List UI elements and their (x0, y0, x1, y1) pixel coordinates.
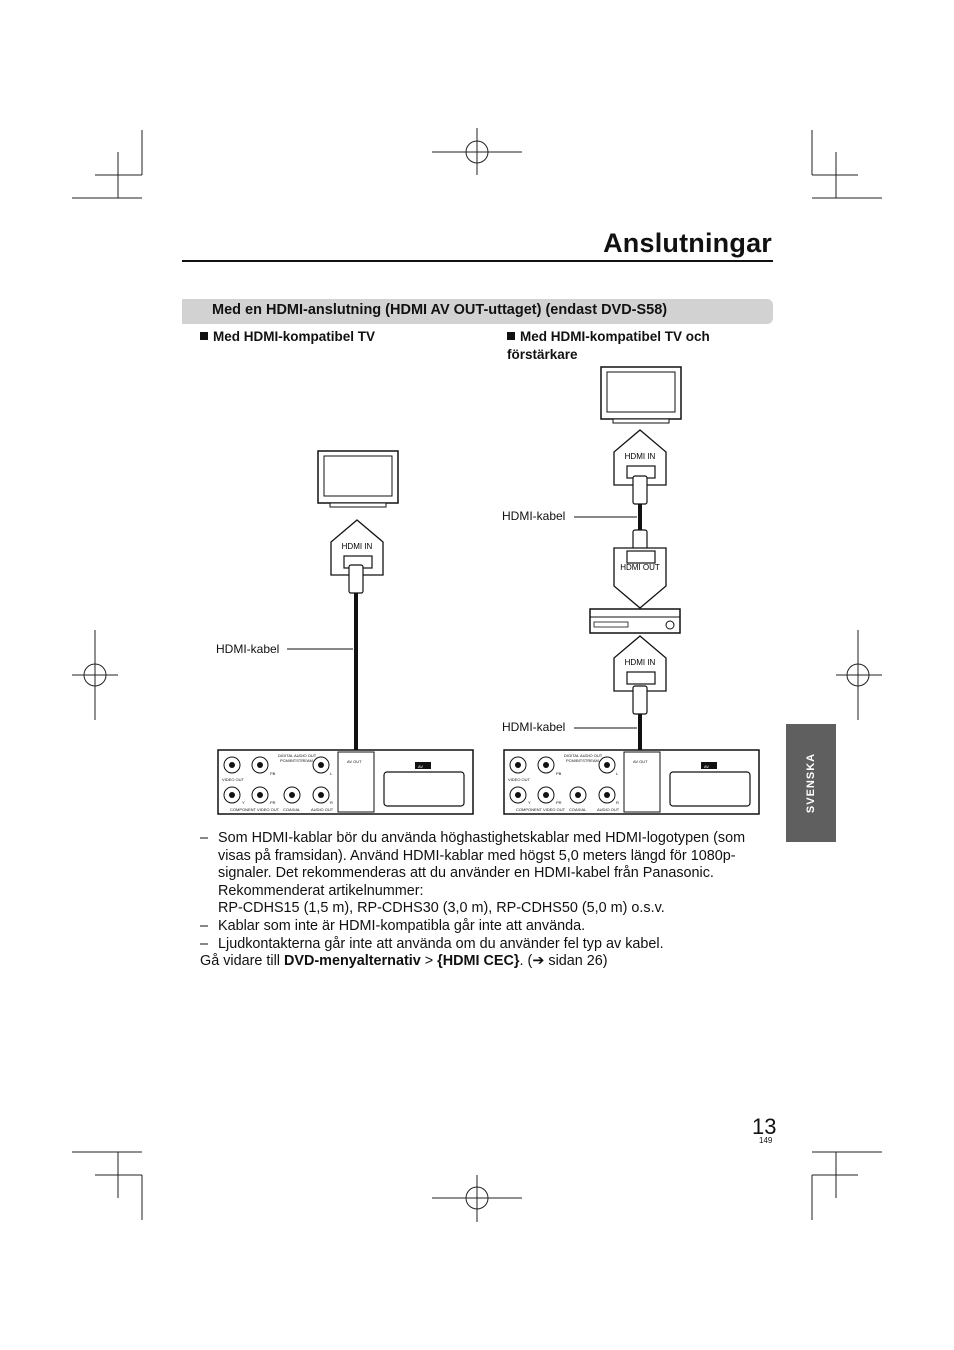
language-tab-label: SVENSKA (805, 752, 817, 814)
y-label: Y (528, 800, 531, 805)
r-label: R (330, 800, 333, 805)
coaxial-label: COAXIAL (569, 807, 587, 812)
digital-audio-out-label: DIGITAL AUDIO OUT (278, 753, 317, 758)
video-out-label: VIDEO OUT (222, 777, 245, 782)
digital-audio-out-label: DIGITAL AUDIO OUT (564, 753, 603, 758)
left-hdmi-cable-label: HDMI-kabel (216, 642, 280, 656)
amplifier-icon (589, 608, 681, 634)
pr-label: PR (270, 800, 276, 805)
pcm-bitstream-label: PCM/BITSTREAM (280, 758, 313, 763)
av-label: AV (704, 764, 709, 769)
tv-icon (600, 366, 682, 424)
hdmi-in-label: HDMI IN (342, 542, 373, 551)
audio-out-label: AUDIO OUT (311, 807, 334, 812)
amp-hdmi-in-port-callout: HDMI IN (613, 635, 667, 692)
hdmi-av-out-label: AV OUT (633, 759, 648, 764)
r-label: R (616, 800, 619, 805)
amp-hdmi-out-port-callout: HDMI OUT (613, 547, 667, 609)
page-number: 13 (752, 1114, 777, 1139)
page-title: Anslutningar (603, 228, 772, 258)
pr-label: PR (556, 800, 562, 805)
dvd-player-rear-panel: DIGITAL AUDIO OUT PCM/BITSTREAM VIDEO OU… (217, 749, 474, 815)
right-hdmi-cable-label-bottom: HDMI-kabel (502, 720, 566, 734)
tv-hdmi-in-label: HDMI IN (625, 452, 656, 461)
goto-instruction: Gå vidare till DVD-menyalternativ > {HDM… (200, 953, 608, 970)
component-video-out-label: COMPONENT VIDEO OUT (230, 807, 280, 812)
audio-out-label: AUDIO OUT (597, 807, 620, 812)
menu-path-hdmi-cec: {HDMI CEC} (437, 953, 520, 970)
pb-label: PB (270, 771, 276, 776)
pb-label: PB (556, 771, 562, 776)
amp-hdmi-in-label: HDMI IN (625, 658, 656, 667)
section-heading-bar: Med en HDMI-anslutning (HDMI AV OUT-utta… (182, 299, 773, 324)
note-item: – Som HDMI-kablar bör du använda höghast… (200, 830, 746, 917)
square-bullet-icon (507, 332, 515, 340)
title-rule (182, 260, 773, 262)
page-sub-number: 149 (759, 1136, 773, 1145)
dash-bullet: – (200, 935, 209, 952)
av-label: AV (418, 764, 423, 769)
hdmi-av-out-label: AV OUT (347, 759, 362, 764)
l-label: L (330, 771, 333, 776)
amp-hdmi-out-label: HDMI OUT (620, 563, 660, 572)
tv-icon (317, 450, 399, 508)
notes-block: – Som HDMI-kablar bör du använda höghast… (200, 830, 770, 971)
pcm-bitstream-label: PCM/BITSTREAM (566, 758, 599, 763)
dash-bullet: – (200, 830, 209, 846)
dash-bullet: – (200, 917, 209, 934)
section-heading: Med en HDMI-anslutning (HDMI AV OUT-utta… (212, 302, 668, 318)
coaxial-label: COAXIAL (283, 807, 301, 812)
language-side-tab: SVENSKA (786, 724, 836, 842)
dvd-player-rear-panel: DIGITAL AUDIO OUT PCM/BITSTREAM VIDEO OU… (503, 749, 760, 815)
arrow-right-icon: ➔ (532, 953, 545, 970)
hdmi-in-port-callout: HDMI IN (330, 519, 384, 576)
note-item: – Kablar som inte är HDMI-kompatibla går… (200, 917, 586, 934)
right-hdmi-cable-label-top: HDMI-kabel (502, 509, 566, 523)
square-bullet-icon (200, 332, 208, 340)
tv-hdmi-in-port-callout: HDMI IN (613, 429, 667, 486)
video-out-label: VIDEO OUT (508, 777, 531, 782)
note-item: – Ljudkontakterna går inte att använda o… (200, 935, 664, 952)
right-diagram-heading: Med HDMI-kompatibel TV och förstärkare (507, 329, 710, 362)
l-label: L (616, 771, 619, 776)
page-reference: sidan 26) (544, 953, 608, 970)
component-video-out-label: COMPONENT VIDEO OUT (516, 807, 566, 812)
y-label: Y (242, 800, 245, 805)
left-diagram-heading: Med HDMI-kompatibel TV (200, 328, 375, 346)
menu-path-dvd-menu: DVD-menyalternativ (283, 953, 421, 970)
